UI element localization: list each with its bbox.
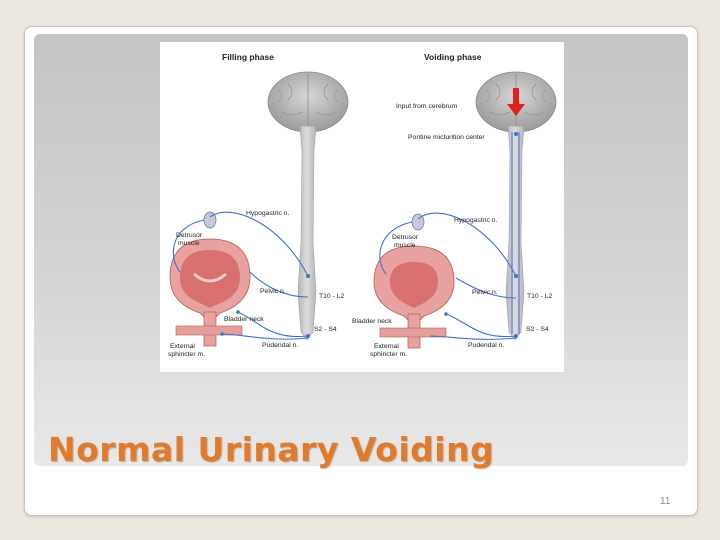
label-pudendal-left: Pudendal n.: [262, 342, 298, 349]
filling-labels: Hypogastric n. Detrusor muscle Pelvic n.…: [168, 210, 345, 358]
nerve-synapse-dots-right: [444, 132, 518, 338]
pelvic-nerve-left: [237, 311, 309, 338]
voiding-labels: Input from cerebrum Pontine micturition …: [352, 103, 553, 358]
voiding-phase-panel: Voiding phase: [352, 52, 557, 358]
diagram-svg: Filling phase: [168, 52, 557, 358]
nerve-pathways-left: [172, 211, 309, 340]
spinal-tracts-right: [511, 132, 520, 334]
label-bladder-neck-left: Bladder neck: [224, 316, 264, 323]
label-external-left-1: External: [170, 343, 195, 350]
slide-title: Normal Urinary Voiding: [48, 430, 495, 469]
label-s2-right: S2 - S4: [526, 326, 549, 333]
label-t10-right: T10 - L2: [527, 293, 553, 300]
label-pelvic-left: Pelvic n.: [260, 288, 286, 295]
urinary-voiding-figure: Filling phase: [160, 42, 564, 372]
label-detrusor-right-2: muscle: [394, 242, 416, 249]
label-detrusor-right-1: Detrusor: [392, 234, 419, 241]
label-s2-left: S2 - S4: [314, 326, 337, 333]
label-t10-left: T10 - L2: [319, 293, 345, 300]
voiding-phase-heading: Voiding phase: [424, 52, 482, 62]
label-pudendal-right: Pudendal n.: [468, 342, 504, 349]
label-external-left-2: sphincter m.: [168, 351, 205, 358]
pudendal-nerve-left: [221, 333, 309, 340]
label-detrusor-left-1: Detrusor: [176, 232, 203, 239]
label-detrusor-left-2: muscle: [178, 240, 200, 247]
brain-illustration-left: [267, 71, 349, 133]
cerebrum-input-arrow: [507, 88, 525, 116]
label-external-right-2: sphincter m.: [370, 351, 407, 358]
hypogastric-nerve-left: [209, 211, 309, 277]
spinal-cord-left: [297, 125, 317, 341]
label-external-right-1: External: [374, 343, 399, 350]
label-pelvic-right: Pelvic n.: [472, 289, 498, 296]
label-input-cerebrum: Input from cerebrum: [396, 103, 458, 110]
filling-phase-heading: Filling phase: [222, 52, 274, 62]
label-bladder-neck-right: Bladder neck: [352, 318, 392, 325]
filling-phase-panel: Filling phase: [168, 52, 349, 358]
bladder-left: [169, 238, 251, 347]
spinal-cord-right: [505, 125, 525, 341]
bladder-right: [373, 245, 455, 349]
label-pontine-center: Pontine micturition center: [408, 134, 485, 141]
label-hypogastric-right: Hypogastric n.: [454, 217, 498, 224]
page-number: 11: [660, 496, 671, 507]
nerve-pathways-right: [379, 212, 517, 340]
label-hypogastric-left: Hypogastric n.: [246, 210, 290, 217]
nerve-synapse-dots-left: [220, 274, 310, 338]
